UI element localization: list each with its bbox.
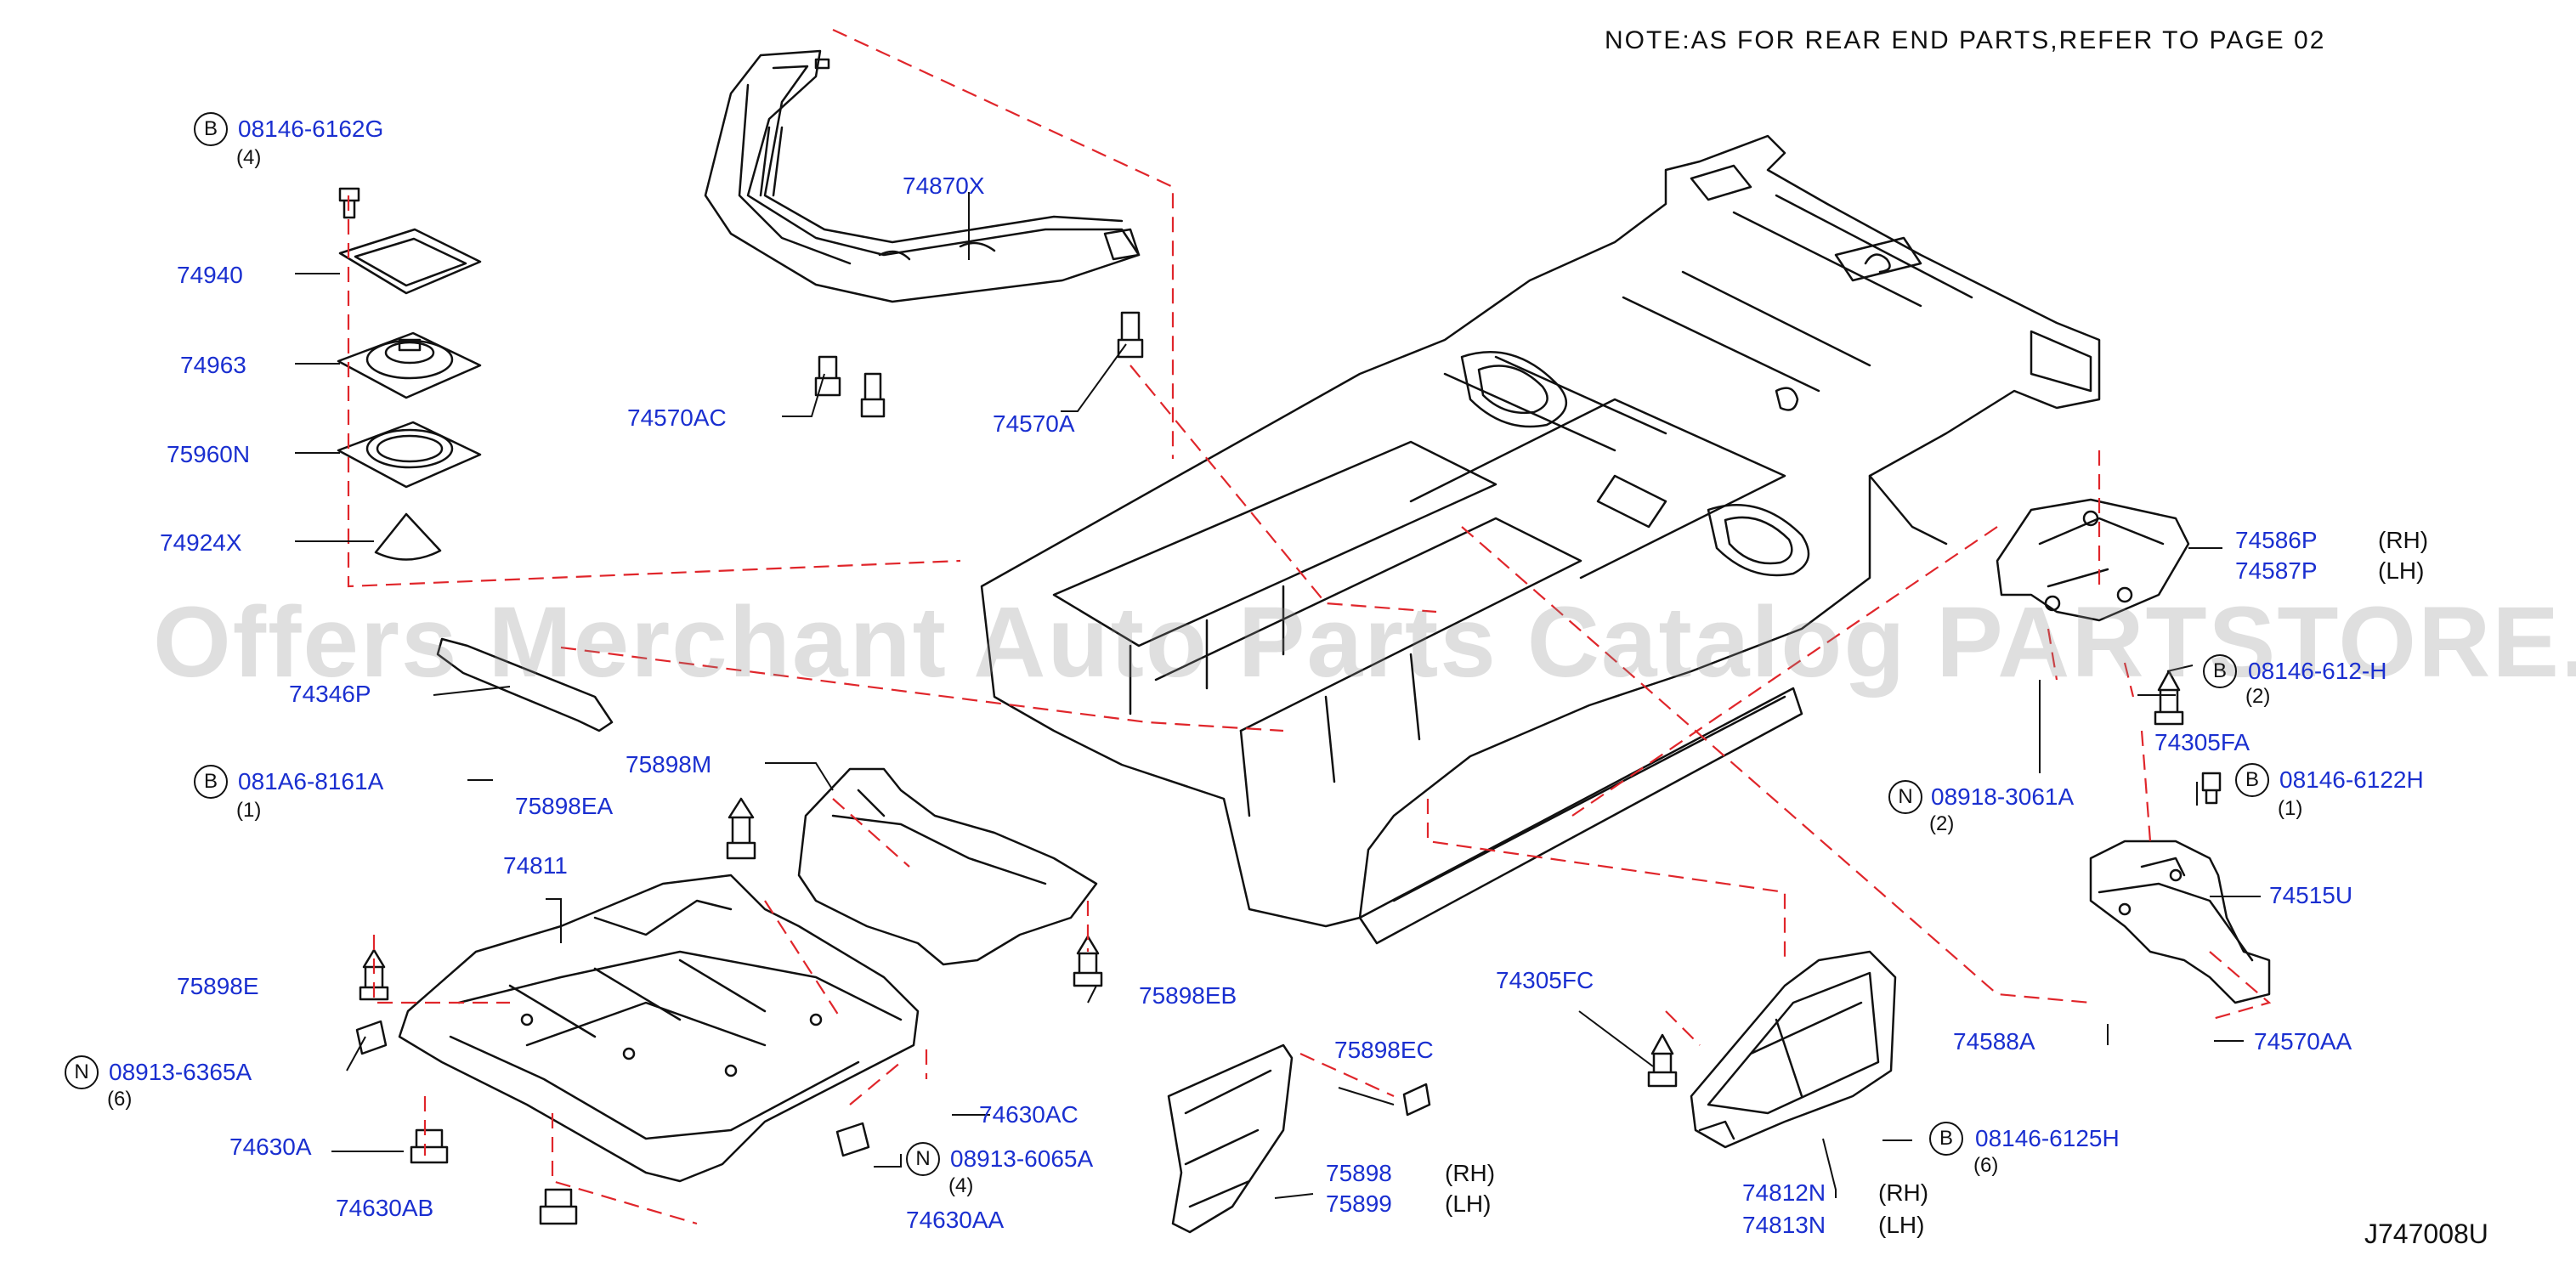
part-74570AA-link[interactable]: 74570AA — [2254, 1028, 2352, 1055]
part-74811-link[interactable]: 74811 — [503, 852, 568, 879]
part-qty-label: (1) — [236, 799, 262, 822]
side-cover-74812N-drawing — [1690, 950, 1897, 1149]
part-qty-label: (2) — [1929, 812, 1955, 835]
side-rh-label: (RH) — [2378, 527, 2429, 553]
undercover-74811-drawing — [398, 874, 920, 1183]
side-rh-label: (RH) — [1445, 1160, 1496, 1186]
part-08918-3061A-link[interactable]: 08918-3061A — [1931, 783, 2075, 810]
part-75898-link[interactable]: 75898 — [1326, 1160, 1392, 1186]
side-lh-label: (LH) — [1445, 1190, 1492, 1217]
part-75898E-link[interactable]: 75898E — [177, 973, 259, 999]
part-75898M-link[interactable]: 75898M — [626, 751, 712, 778]
bolt-type-badge: B — [1929, 1122, 1963, 1156]
bracket-74346P-drawing — [436, 637, 614, 732]
bolt-type-badge: B — [2235, 763, 2269, 797]
diagram-code: J747008U — [2364, 1219, 2488, 1249]
part-qty-label: (6) — [1973, 1154, 1999, 1177]
bracket-74586P-drawing — [1996, 498, 2190, 622]
part-75898EA-link[interactable]: 75898EA — [515, 793, 614, 819]
part-74812N-link[interactable]: 74812N — [1742, 1179, 1826, 1206]
part-75898EC-link[interactable]: 75898EC — [1334, 1037, 1434, 1063]
part-74813N-link[interactable]: 74813N — [1742, 1212, 1826, 1238]
reference-note: NOTE:AS FOR REAR END PARTS,REFER TO PAGE… — [1605, 26, 2326, 54]
part-74630AC-link[interactable]: 74630AC — [979, 1101, 1079, 1128]
part-08146-6122H-link[interactable]: 08146-6122H — [2279, 766, 2424, 793]
part-74963-link[interactable]: 74963 — [180, 352, 246, 378]
part-74570AC-link[interactable]: 74570AC — [627, 404, 727, 431]
part-75960N-link[interactable]: 75960N — [167, 441, 251, 467]
part-qty-label: (6) — [107, 1088, 133, 1111]
part-74586P-link[interactable]: 74586P — [2235, 527, 2318, 553]
side-rh-label: (RH) — [1878, 1179, 1929, 1206]
bolt-type-badge: B — [2203, 654, 2237, 688]
bolts-74570-drawings — [814, 311, 1144, 418]
dashed-leaders — [347, 29, 2272, 1225]
cross-member-74870X-drawing — [704, 49, 1141, 303]
part-qty-label: (2) — [2245, 685, 2271, 708]
part-74870X-link[interactable]: 74870X — [903, 172, 985, 199]
part-74940-link[interactable]: 74940 — [177, 262, 243, 288]
part-qty-label: (1) — [2278, 797, 2303, 820]
part-74346P-link[interactable]: 74346P — [289, 681, 371, 707]
part-08913-6065A-link[interactable]: 08913-6065A — [950, 1145, 1094, 1172]
side-lh-label: (LH) — [1878, 1212, 1925, 1238]
bolt-type-badge: B — [194, 765, 228, 799]
part-74630A-link[interactable]: 74630A — [229, 1134, 312, 1160]
part-74305FA-link[interactable]: 74305FA — [2154, 729, 2250, 755]
part-08913-6365A-link[interactable]: 08913-6365A — [109, 1059, 252, 1085]
part-081A6-8161A-link[interactable]: 081A6-8161A — [238, 768, 384, 794]
bolt-type-badge: B — [194, 112, 228, 146]
part-74630AA-link[interactable]: 74630AA — [906, 1207, 1005, 1233]
bracket-74515U-drawing — [2089, 840, 2271, 1004]
part-qty-label: (4) — [236, 146, 262, 169]
leader-lines — [295, 192, 2261, 1199]
part-08146-612xH-link[interactable]: 08146-612-H — [2248, 658, 2387, 684]
part-74588A-link[interactable]: 74588A — [1953, 1028, 2035, 1055]
part-74587P-link[interactable]: 74587P — [2235, 557, 2318, 584]
clips-drawings — [359, 670, 2222, 1117]
side-lh-label: (LH) — [2378, 557, 2425, 584]
bracket-75898-drawing — [1167, 1043, 1294, 1234]
nut-type-badge: N — [65, 1055, 99, 1089]
part-74515U-link[interactable]: 74515U — [2269, 882, 2353, 908]
watermark: Offers Merchant Auto Parts Catalog PARTS… — [153, 586, 2576, 698]
left-stack-drawings — [337, 187, 482, 561]
nut-type-badge: N — [906, 1142, 940, 1176]
part-75899-link[interactable]: 75899 — [1326, 1190, 1392, 1217]
part-74630AB-link[interactable]: 74630AB — [336, 1195, 434, 1221]
part-08146-6125H-link[interactable]: 08146-6125H — [1975, 1125, 2120, 1151]
part-74305FC-link[interactable]: 74305FC — [1496, 967, 1594, 993]
part-08146-6162G-link[interactable]: 08146-6162G — [238, 116, 384, 142]
nut-type-badge: N — [1888, 780, 1922, 814]
part-74924X-link[interactable]: 74924X — [160, 529, 242, 556]
part-75898EB-link[interactable]: 75898EB — [1139, 982, 1237, 1009]
bracket-75898M-drawing — [797, 767, 1098, 966]
part-74570A-link[interactable]: 74570A — [993, 410, 1075, 437]
part-qty-label: (4) — [948, 1174, 974, 1197]
